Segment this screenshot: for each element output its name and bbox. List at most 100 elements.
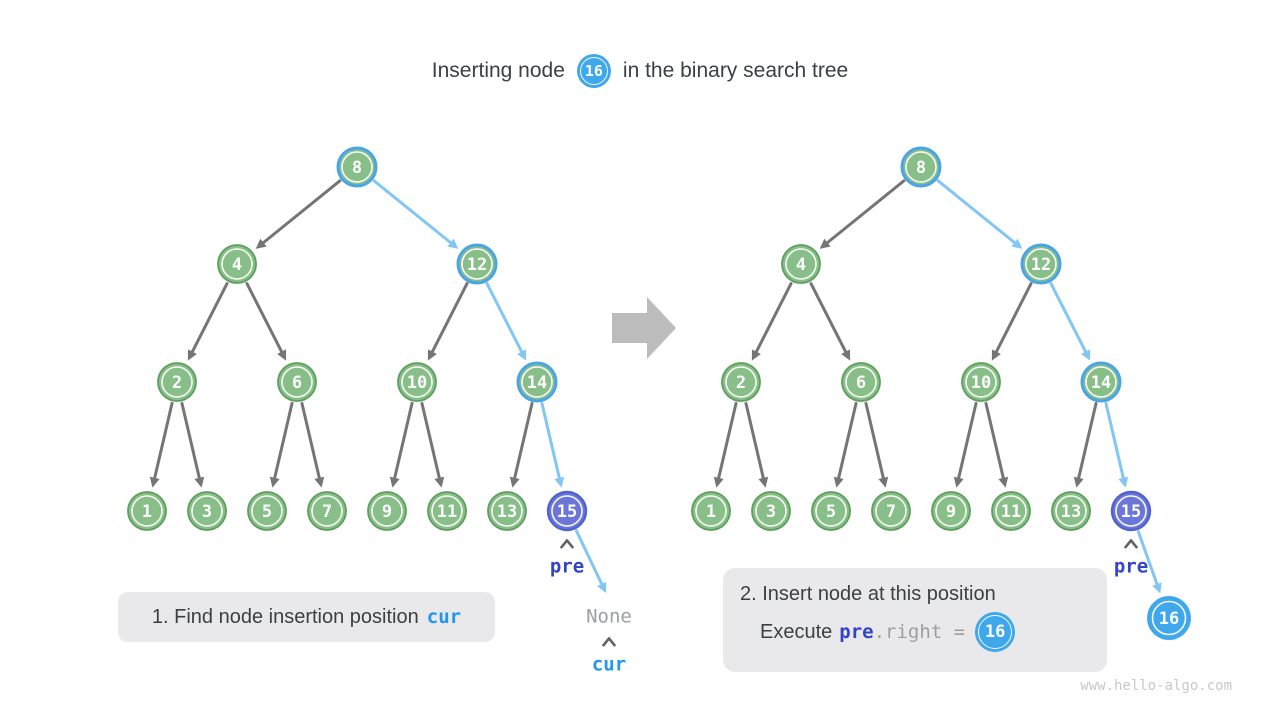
node-value: 11 — [437, 502, 457, 522]
node-inner-ring — [281, 366, 313, 398]
tree-edge — [837, 401, 858, 480]
tree-edge — [825, 179, 906, 245]
title-suffix: in the binary search tree — [622, 59, 849, 82]
node-inner-ring — [1025, 248, 1057, 280]
tree-node-14: 14 — [1080, 361, 1122, 403]
node-value: 14 — [527, 373, 547, 393]
tree-edge — [190, 282, 229, 354]
node-inner-ring — [905, 151, 937, 183]
node-inner-ring — [251, 495, 283, 527]
tree-node-14: 14 — [516, 361, 558, 403]
none-label: None — [586, 605, 632, 628]
node-value: 5 — [262, 502, 272, 522]
tree-edge — [245, 282, 284, 354]
tree-node-12: 12 — [456, 243, 498, 285]
arrowhead-icon — [434, 476, 445, 488]
tree-node-9: 9 — [931, 491, 971, 531]
tree-node-10: 10 — [397, 362, 437, 402]
tree-edge — [1049, 282, 1088, 354]
arrowhead-icon — [953, 476, 964, 488]
node-inner-ring — [491, 495, 523, 527]
node-inner-ring — [695, 495, 727, 527]
title-prefix: Inserting node — [431, 59, 565, 82]
node-circle — [931, 491, 971, 531]
caption-step1-text: 1. Find node insertion position — [151, 605, 419, 628]
tree-edge — [300, 401, 321, 480]
arrowhead-icon — [269, 476, 280, 488]
pre-pointer-label-left: pre — [549, 555, 585, 578]
tree-node-1: 1 — [127, 491, 167, 531]
tree-node-15: 15 — [546, 490, 588, 532]
node-circle — [546, 490, 588, 532]
node-inner-ring — [815, 495, 847, 527]
node-circle — [1147, 596, 1191, 640]
node-circle — [277, 362, 317, 402]
arrowhead-icon — [517, 349, 527, 361]
node-circle — [217, 244, 257, 284]
tree-node-4: 4 — [217, 244, 257, 284]
node-value: 2 — [172, 373, 182, 393]
tree-node-4: 4 — [781, 244, 821, 284]
node-inner-ring — [191, 495, 223, 527]
caption-step2-node-value: 16 — [984, 622, 1006, 642]
node-value: 10 — [407, 373, 427, 393]
tree-edge — [393, 401, 414, 480]
node-circle — [721, 362, 761, 402]
caret-up-icon — [560, 539, 574, 549]
transition-arrow-icon — [612, 297, 676, 359]
node-value: 15 — [557, 502, 577, 522]
arrowhead-icon — [998, 476, 1009, 488]
arrowhead-icon — [447, 238, 459, 249]
tree-node-13: 13 — [487, 491, 527, 531]
tree-node-7: 7 — [871, 491, 911, 531]
caret-up-icon — [1124, 539, 1138, 549]
title-node-16-badge: 16 — [576, 54, 611, 88]
node-inner-ring — [401, 366, 433, 398]
node-inner-ring — [431, 495, 463, 527]
caption-step2-execute: Execute — [760, 620, 833, 643]
tree-node-3: 3 — [751, 491, 791, 531]
node-inner-ring — [845, 366, 877, 398]
node-circle — [487, 491, 527, 531]
tree-node-10: 10 — [961, 362, 1001, 402]
tree-edge — [957, 401, 978, 480]
node-circle — [127, 491, 167, 531]
tree-edge — [513, 401, 534, 480]
pre-pointer-label-right: pre — [1113, 555, 1149, 578]
tree-edge — [261, 179, 342, 245]
tree-edge — [420, 401, 441, 480]
arrowhead-icon — [194, 476, 205, 488]
node-value: 7 — [322, 502, 332, 522]
node-value: 9 — [946, 502, 956, 522]
tree-node-11: 11 — [427, 491, 467, 531]
arrowhead-icon — [554, 476, 565, 488]
node-circle — [307, 491, 347, 531]
node-value: 4 — [232, 255, 242, 275]
arrowhead-icon — [833, 476, 844, 488]
arrowhead-icon — [277, 349, 287, 361]
tree-node-6: 6 — [277, 362, 317, 402]
node-value: 6 — [292, 373, 302, 393]
node-circle — [1020, 243, 1062, 285]
node-circle — [841, 362, 881, 402]
node-circle — [1080, 361, 1122, 403]
arrowhead-icon — [1081, 349, 1091, 361]
node-inner-ring — [785, 248, 817, 280]
node-value: 7 — [886, 502, 896, 522]
tree-edge — [994, 282, 1033, 354]
node-inner-ring — [551, 495, 583, 527]
arrowhead-icon — [149, 476, 160, 488]
node-inner-ring — [221, 248, 253, 280]
tree-edge — [153, 401, 174, 480]
node-circle — [691, 491, 731, 531]
watermark: www.hello-algo.com — [1080, 678, 1232, 694]
node-value: 13 — [1061, 502, 1081, 522]
node-value: 12 — [467, 255, 487, 275]
tree-edge — [984, 401, 1005, 480]
node-value: 13 — [497, 502, 517, 522]
node-value: 12 — [1031, 255, 1051, 275]
node-circle — [781, 244, 821, 284]
tree-edge — [1136, 530, 1159, 586]
node-inner-ring — [965, 366, 997, 398]
arrowhead-icon — [389, 476, 400, 488]
